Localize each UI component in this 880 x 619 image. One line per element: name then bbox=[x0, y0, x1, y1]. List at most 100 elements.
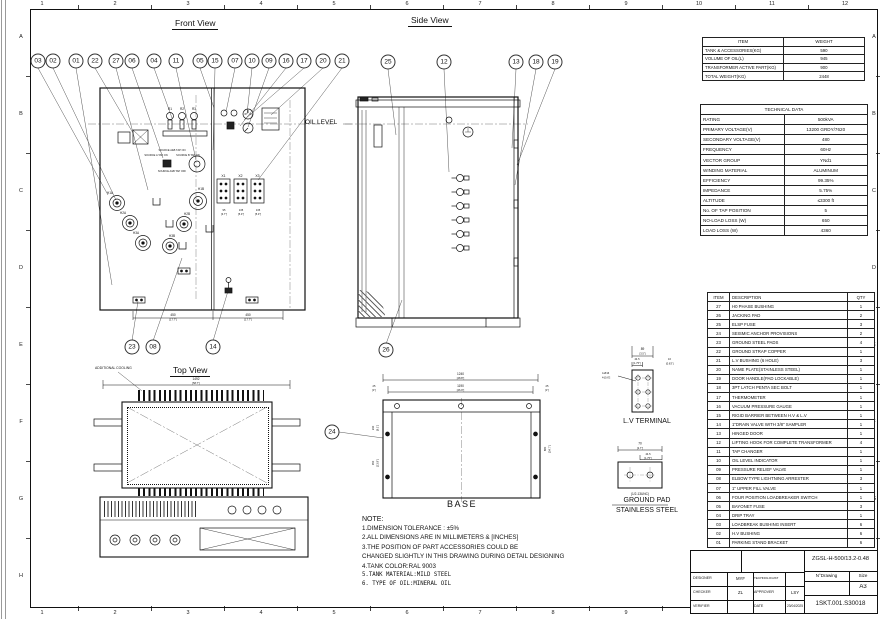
table-header-row: ITEM DESCRIPTION QTY bbox=[707, 291, 875, 303]
tap-switch-label: SOURCE B TAP ON bbox=[176, 153, 200, 157]
table-cell: 01 bbox=[707, 537, 730, 548]
table-cell: 3 bbox=[847, 355, 875, 366]
table-cell: 14 bbox=[707, 419, 730, 430]
bushing-label: H2A bbox=[120, 211, 127, 215]
table-cell: 3 bbox=[847, 473, 875, 484]
table-cell: 1 bbox=[847, 492, 875, 503]
top-view-drawing bbox=[93, 380, 309, 558]
grid-number: 12 bbox=[841, 1, 849, 7]
checker-value: ZL bbox=[737, 589, 743, 595]
balloon: 27 bbox=[108, 53, 124, 69]
dim-text: 1240 bbox=[457, 372, 464, 376]
note-line: 1.DIMENSION TOLERANCE : ±5% bbox=[362, 525, 460, 532]
table-cell: 07 bbox=[707, 482, 730, 494]
table-cell: 1 bbox=[847, 482, 875, 494]
drawing-frame bbox=[30, 9, 878, 608]
table-cell: 08 bbox=[707, 473, 730, 484]
dim-text: [9.1"] bbox=[376, 425, 380, 431]
dim-text: [46.9"] bbox=[457, 388, 465, 392]
table-cell: 23 bbox=[707, 337, 730, 348]
column-header: ITEM bbox=[707, 291, 730, 303]
table-cell: ELSP FUSE bbox=[729, 319, 848, 330]
table-cell: 2 bbox=[847, 328, 875, 339]
table-cell: WINDING MATERIAL bbox=[700, 164, 785, 176]
dim-text: [5.3"] bbox=[255, 212, 261, 216]
table-cell: VOLUME OF OIL(L) bbox=[702, 54, 784, 64]
base-drawing bbox=[382, 374, 541, 499]
grid-number: 8 bbox=[551, 1, 555, 7]
note-line: 2.ALL DIMENSIONS ARE IN MILLIMETERS & [I… bbox=[362, 534, 519, 542]
table-cell: LIFTING HOOK FOR COMPLETE TRANSFORMER bbox=[729, 437, 848, 448]
table-cell: 1 bbox=[847, 382, 875, 394]
dim-text: [48.8"] bbox=[457, 376, 465, 380]
approver-value: LSY bbox=[790, 589, 800, 595]
thread-spec: (1/2-13UNC) bbox=[631, 492, 649, 496]
grid-number: 10 bbox=[695, 1, 703, 7]
table-cell: 12 bbox=[707, 437, 730, 448]
table-row: ALTITUDE≤3300 ft bbox=[700, 194, 868, 206]
balloon: 26 bbox=[378, 342, 394, 358]
table-cell: FREQUENCY bbox=[700, 144, 785, 156]
note-line: CHANGED SLIGHTLY IN THIS DRAWING DURING … bbox=[362, 553, 565, 561]
cooling-fins bbox=[138, 390, 264, 401]
top-view-title: Top View bbox=[170, 365, 211, 377]
dim-text: 350 bbox=[371, 460, 375, 465]
table-cell: 60Hz bbox=[783, 144, 868, 156]
table-cell: 4360 bbox=[783, 225, 868, 237]
table-cell: H.V BUSHING bbox=[729, 528, 848, 539]
balloon: 12 bbox=[436, 54, 452, 70]
paper-edge-line bbox=[1, 0, 2, 619]
dim-text: 4-[0.6"] bbox=[602, 376, 611, 380]
table-row: TANK & ACCESSORIES(KG)590 bbox=[702, 45, 865, 56]
table-cell: 1 bbox=[847, 510, 875, 521]
top-view-bolt-ring bbox=[127, 407, 269, 485]
base-label: BASE bbox=[447, 499, 478, 509]
grid-letter: G bbox=[18, 496, 24, 502]
grid-number: 4 bbox=[259, 610, 263, 616]
grid-letter: F bbox=[19, 419, 23, 425]
table-cell: 04 bbox=[707, 510, 730, 521]
table-cell: 1 bbox=[847, 464, 875, 475]
dim-text: [2.7"] bbox=[637, 446, 643, 450]
dim-text: [58.7"] bbox=[192, 381, 200, 385]
table-cell: RIGID BARRIER BETWEEN H.V & L.V bbox=[729, 410, 848, 421]
table-cell: 1"DRAIN VALVE WITH 3/8" SAMPLER bbox=[729, 419, 848, 430]
grid-letter: D bbox=[872, 265, 876, 271]
table-cell: OIL LEVEL INDICATOR bbox=[729, 455, 848, 466]
grid-number: 1 bbox=[40, 1, 44, 7]
grid-letter: B bbox=[19, 111, 23, 117]
table-cell: SEISMIC ANCHOR PROVISIONS bbox=[729, 328, 848, 339]
grid-number: 7 bbox=[478, 1, 482, 7]
table-header-row: TECHNICAL DATA bbox=[700, 103, 868, 116]
table-cell: 945 bbox=[783, 54, 865, 64]
table-cell: GROUND STEEL PADS bbox=[729, 337, 848, 348]
table-cell: 16 bbox=[707, 401, 730, 412]
table-cell: DRIP TRAY bbox=[729, 510, 848, 521]
tap-switch-label: SOURCE A TAP ON bbox=[144, 153, 167, 157]
table-cell: 1 bbox=[847, 401, 875, 412]
grid-letter: H bbox=[19, 573, 23, 579]
table-cell: 03 bbox=[707, 519, 730, 530]
table-header-row: ITEM WEIGHT bbox=[702, 37, 865, 47]
grid-number: 4 bbox=[259, 1, 263, 7]
table-cell: 3 bbox=[847, 319, 875, 330]
table-cell: PRESSURE RELIEF VALVE bbox=[729, 464, 848, 475]
balloon: 10 bbox=[244, 53, 260, 69]
dim-text: 880 bbox=[543, 446, 547, 451]
table-cell: 22 bbox=[707, 346, 730, 357]
table-cell: 590 bbox=[783, 45, 865, 56]
table-cell: 17 bbox=[707, 392, 730, 403]
table-title: TECHNICAL DATA bbox=[700, 103, 868, 116]
